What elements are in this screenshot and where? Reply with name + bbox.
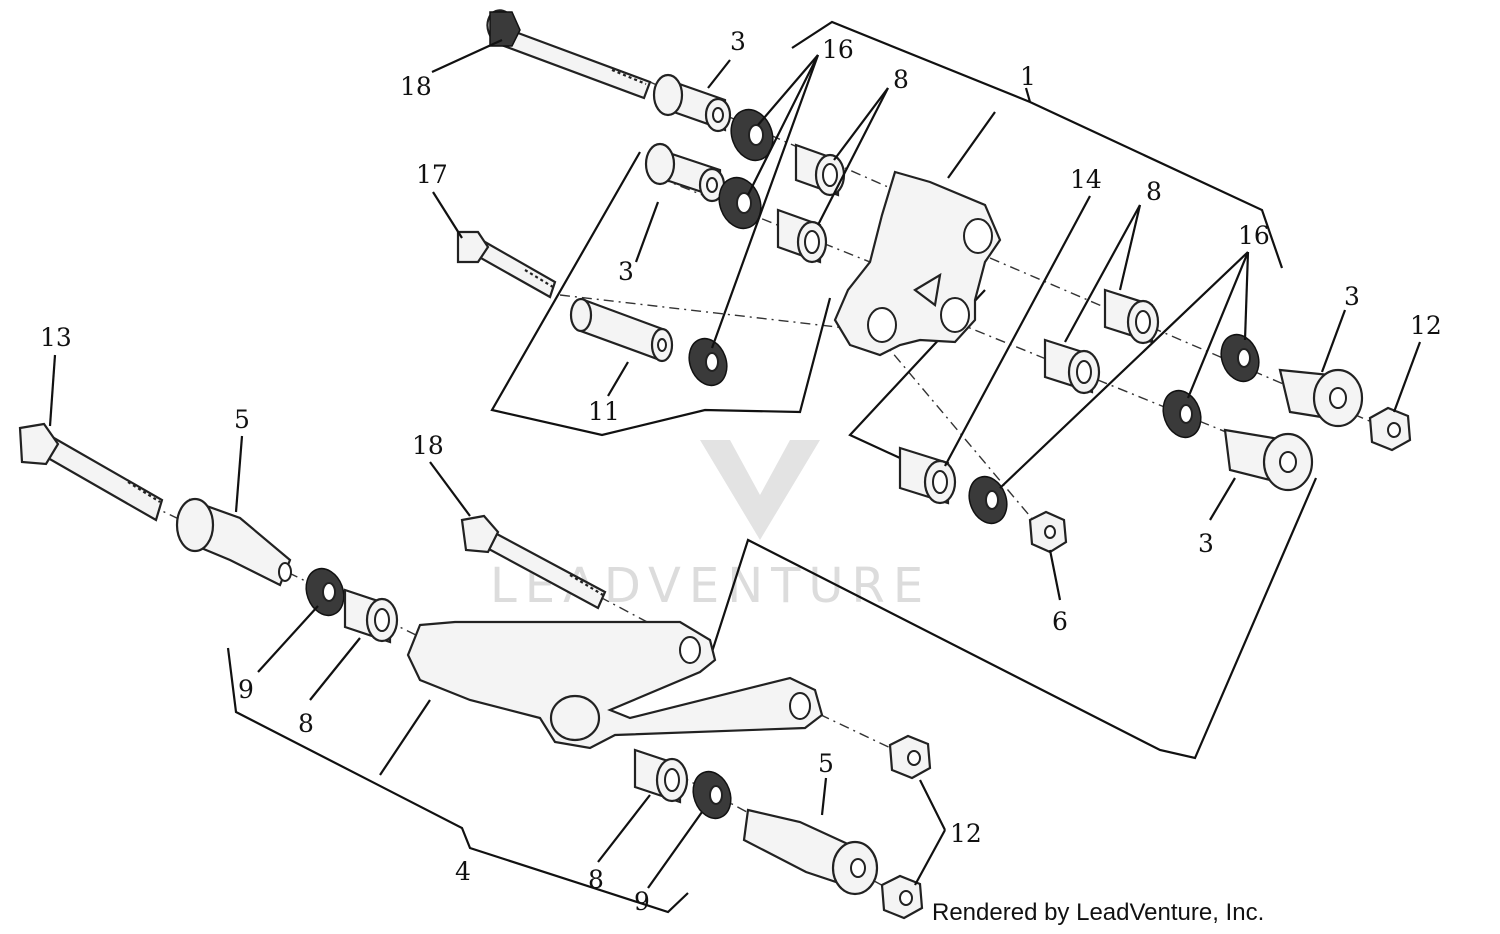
callout-8-left: 8	[298, 709, 314, 738]
spacer-3-right	[1278, 368, 1364, 428]
callout-16-right: 16	[1238, 221, 1270, 250]
leader-lines	[48, 38, 1422, 889]
callout-18-top: 18	[400, 72, 432, 101]
spacer-3-top	[652, 73, 732, 133]
callout-9-bottom: 9	[634, 887, 650, 916]
collar-5-lower	[742, 808, 879, 896]
callout-1: 1	[1020, 62, 1036, 91]
bracket-lines	[226, 20, 1318, 914]
callout-3-lower-right: 3	[1198, 529, 1214, 558]
nuts	[880, 406, 1412, 920]
bolt-13	[18, 422, 164, 522]
callout-13: 13	[40, 323, 72, 352]
link-arm-4	[406, 620, 824, 750]
bolt-17	[456, 230, 557, 299]
callout-6: 6	[1052, 607, 1068, 636]
collar-11	[569, 297, 674, 363]
callout-18-lower: 18	[412, 431, 444, 460]
callout-17: 17	[416, 160, 448, 189]
callout-labels: 18 3 16 8 1 17 3 14 8 16 3 12 11 13 5 18…	[40, 27, 1442, 916]
callout-3-top: 3	[730, 27, 746, 56]
bolt-18-lower	[460, 514, 607, 610]
callout-3-upper-left: 3	[618, 257, 634, 286]
callout-8-bottom: 8	[588, 865, 604, 894]
spacer-3-lower-right	[1223, 428, 1314, 492]
callout-5-lower: 5	[818, 749, 834, 778]
callout-5-upper: 5	[234, 405, 250, 434]
callout-12-right: 12	[1410, 311, 1442, 340]
callout-11: 11	[588, 397, 620, 426]
callout-8-top: 8	[893, 65, 909, 94]
callout-9-left: 9	[238, 675, 254, 704]
callout-8-right: 8	[1146, 177, 1162, 206]
bolt-18-top	[486, 9, 652, 100]
bearings	[343, 143, 1160, 804]
callout-16-top: 16	[822, 35, 854, 64]
spacer-3-upper-left	[644, 142, 726, 203]
credit-text: Rendered by LeadVenture, Inc.	[932, 899, 1264, 926]
collar-5-upper	[175, 497, 292, 587]
callout-4: 4	[455, 857, 471, 886]
callout-12-lower: 12	[950, 819, 982, 848]
callout-3-right: 3	[1344, 282, 1360, 311]
watermark: LEADVENTURE	[490, 440, 923, 614]
linkage-plate-1	[833, 170, 1002, 357]
callout-14: 14	[1070, 165, 1102, 194]
